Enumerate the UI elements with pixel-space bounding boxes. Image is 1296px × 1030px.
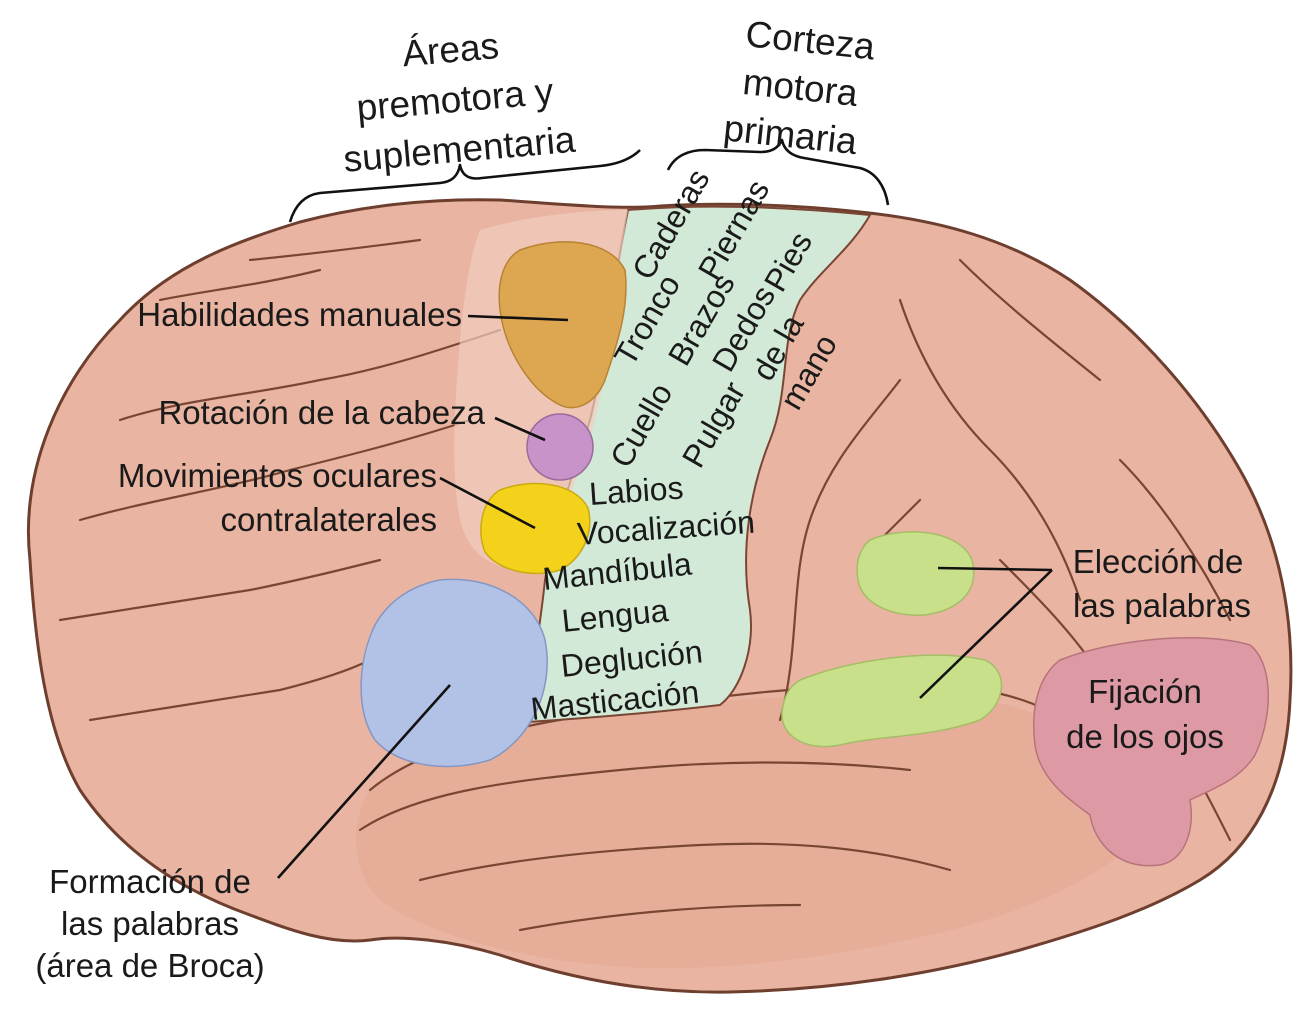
broca-label-line-1: Formación de: [49, 863, 251, 900]
strip-labios: Labios: [588, 469, 685, 511]
broca-area: [361, 579, 547, 766]
word-choice-label-line-1: Elección de: [1073, 543, 1244, 580]
head-rotation-label: Rotación de la cabeza: [158, 394, 485, 431]
word-choice-label-line-2: las palabras: [1073, 587, 1251, 624]
word-choice-upper-area: [857, 532, 974, 615]
broca-label-line-2: las palabras: [61, 905, 239, 942]
premotor-header: Áreas premotora y suplementaria: [333, 19, 577, 180]
broca-label-line-3: (área de Broca): [35, 947, 264, 984]
motor-header-line-2: motora: [741, 61, 860, 114]
eye-fixation-label-line-2: de los ojos: [1066, 718, 1224, 755]
head-rotation-area: [527, 414, 593, 480]
premotor-header-line-1: Áreas: [401, 25, 501, 74]
eye-movements-label-line-2: contralaterales: [221, 501, 437, 538]
hand-skills-label: Habilidades manuales: [137, 296, 462, 333]
eye-movements-label-line-1: Movimientos oculares: [118, 457, 437, 494]
motor-header-line-3: primaria: [722, 107, 860, 162]
eye-fixation-label-line-1: Fijación: [1088, 673, 1202, 710]
motor-header: Corteza motora primaria: [722, 12, 878, 163]
motor-header-line-1: Corteza: [744, 13, 878, 67]
premotor-header-line-2: premotora y: [355, 70, 556, 128]
